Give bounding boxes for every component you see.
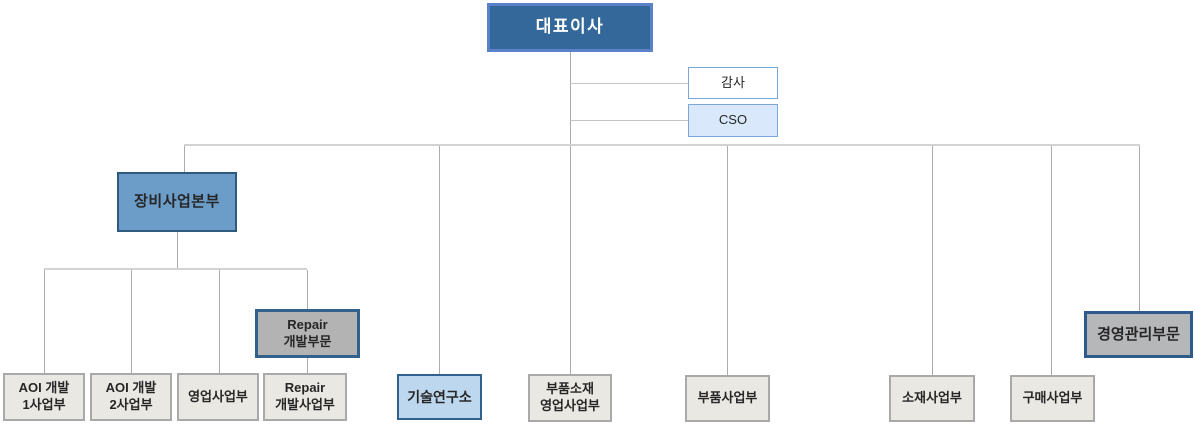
connector-equipment-rail: [44, 268, 307, 270]
connector-drop-aoi-dev-1: [44, 270, 45, 373]
org-node-label: 소재사업부: [902, 390, 962, 406]
connector-drop-purchase-division: [1051, 146, 1052, 375]
org-node-label: 1사업부: [22, 397, 66, 412]
org-node-label: 기술연구소: [407, 388, 472, 405]
org-node-label: 영업사업부: [188, 388, 248, 404]
org-node-material-division: 소재사업부: [889, 375, 975, 422]
org-node-label: 2사업부: [109, 397, 153, 412]
org-node-label: 대표이사: [535, 17, 605, 37]
org-node-cso: CSO: [688, 104, 778, 137]
org-node-label: 영업사업부: [540, 398, 600, 413]
connector-drop-tech-research: [439, 146, 440, 374]
org-node-auditor: 감사: [688, 67, 778, 99]
connector-auditor-branch: [570, 83, 688, 84]
org-node-label: 개발사업부: [275, 397, 335, 412]
org-node-label: 구매사업부: [1022, 390, 1083, 406]
connector-drop-parts-division: [727, 146, 728, 375]
org-node-label: CSO: [718, 112, 748, 128]
org-node-tech-research-institute: 기술연구소: [397, 374, 482, 420]
connector-drop-repair-dev-sector: [307, 270, 308, 309]
org-node-label: AOI 개발: [18, 380, 70, 396]
org-node-aoi-dev-2: AOI 개발 2사업부: [90, 373, 172, 421]
org-node-management-sector: 경영관리부문: [1084, 311, 1193, 358]
org-node-label: Repair: [287, 316, 328, 332]
connector-drop-repair-dev-division: [307, 358, 308, 373]
connector-drop-parts-material-sales: [570, 146, 571, 374]
org-node-label: 장비사업본부: [134, 193, 220, 211]
connector-drop-equipment-hq: [184, 146, 185, 172]
org-node-repair-dev-sector: Repair 개발부문: [255, 309, 360, 358]
org-node-label: 개발부문: [283, 333, 332, 349]
connector-drop-sales-division: [219, 270, 220, 373]
connector-equipment-trunk: [177, 232, 178, 269]
org-node-aoi-dev-1: AOI 개발 1사업부: [3, 373, 85, 421]
org-node-purchase-division: 구매사업부: [1010, 375, 1095, 422]
connector-main-rail: [184, 144, 1140, 146]
org-node-label: Repair: [284, 380, 326, 396]
connector-drop-aoi-dev-2: [131, 270, 132, 373]
org-node-parts-division: 부품사업부: [685, 375, 770, 422]
org-node-sales-division: 영업사업부: [177, 373, 259, 421]
org-node-equipment-hq: 장비사업본부: [117, 172, 237, 232]
org-node-label: 감사: [721, 74, 745, 90]
org-node-parts-material-sales: 부품소재 영업사업부: [528, 374, 612, 422]
org-node-repair-dev-division: Repair 개발사업부: [263, 373, 347, 421]
org-node-label: 부품사업부: [697, 390, 758, 406]
org-node-label: 부품소재: [546, 381, 594, 397]
connector-drop-management-sector: [1139, 146, 1140, 311]
org-node-ceo: 대표이사: [487, 3, 653, 52]
connector-ceo-trunk: [570, 52, 571, 145]
org-node-label: 경영관리부문: [1097, 325, 1180, 343]
org-node-label: AOI 개발: [105, 380, 157, 396]
connector-drop-material-division: [932, 146, 933, 375]
connector-cso-branch: [570, 120, 688, 121]
